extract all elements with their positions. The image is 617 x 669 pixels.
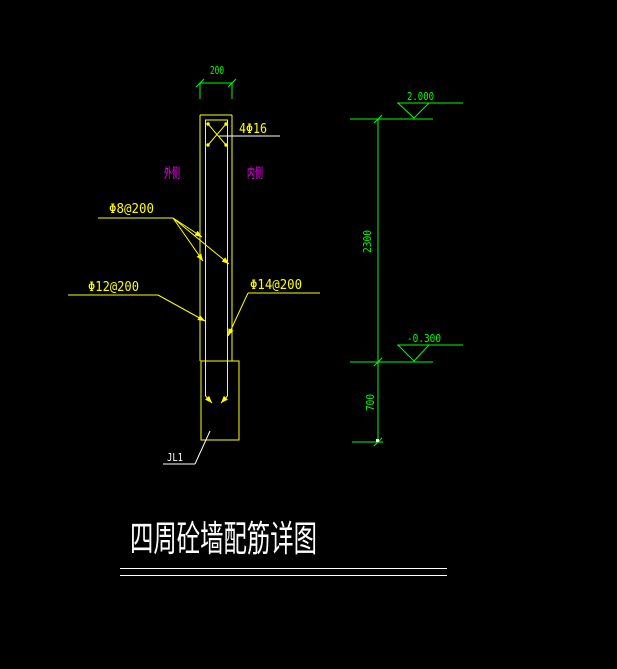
drawing-title: 四周砼墙配筋详图 bbox=[130, 519, 317, 560]
wall-width-dim-text: 200 bbox=[210, 64, 224, 77]
footing-beam-callout: JL1 bbox=[163, 430, 211, 465]
top-elevation-marker: 2.000 bbox=[397, 90, 463, 119]
corner-bars-x-detail bbox=[206, 122, 228, 147]
outer-face-label: 外侧 bbox=[164, 166, 180, 182]
footing-outline bbox=[200, 360, 240, 441]
outer-bars-callout: Φ12@200 bbox=[68, 280, 206, 322]
footing-beam-label: JL1 bbox=[167, 451, 183, 464]
grip-dot bbox=[376, 439, 379, 442]
ties-callout: Φ8@200 bbox=[98, 202, 230, 265]
height-dimension-chain: 2300 700 bbox=[350, 114, 433, 447]
outer-bars-label: Φ12@200 bbox=[88, 280, 139, 295]
ties-label: Φ8@200 bbox=[109, 202, 154, 217]
top-width-dimension: 200 bbox=[195, 64, 237, 99]
bottom-elevation-text: -0.300 bbox=[407, 332, 441, 345]
top-elevation-text: 2.000 bbox=[407, 90, 434, 103]
drawing-title-block: 四周砼墙配筋详图 bbox=[120, 519, 447, 576]
wall-height-dim-text: 2300 bbox=[361, 230, 374, 253]
inner-bars-callout: Φ14@200 bbox=[227, 278, 320, 337]
inner-face-label: 内侧 bbox=[247, 166, 263, 182]
corner-bars-callout: 4Φ16 bbox=[219, 122, 280, 137]
bottom-elevation-marker: -0.300 bbox=[397, 332, 463, 362]
inner-bars-label: Φ14@200 bbox=[250, 278, 302, 293]
footing-height-dim-text: 700 bbox=[364, 394, 377, 411]
corner-bars-label: 4Φ16 bbox=[239, 122, 267, 137]
